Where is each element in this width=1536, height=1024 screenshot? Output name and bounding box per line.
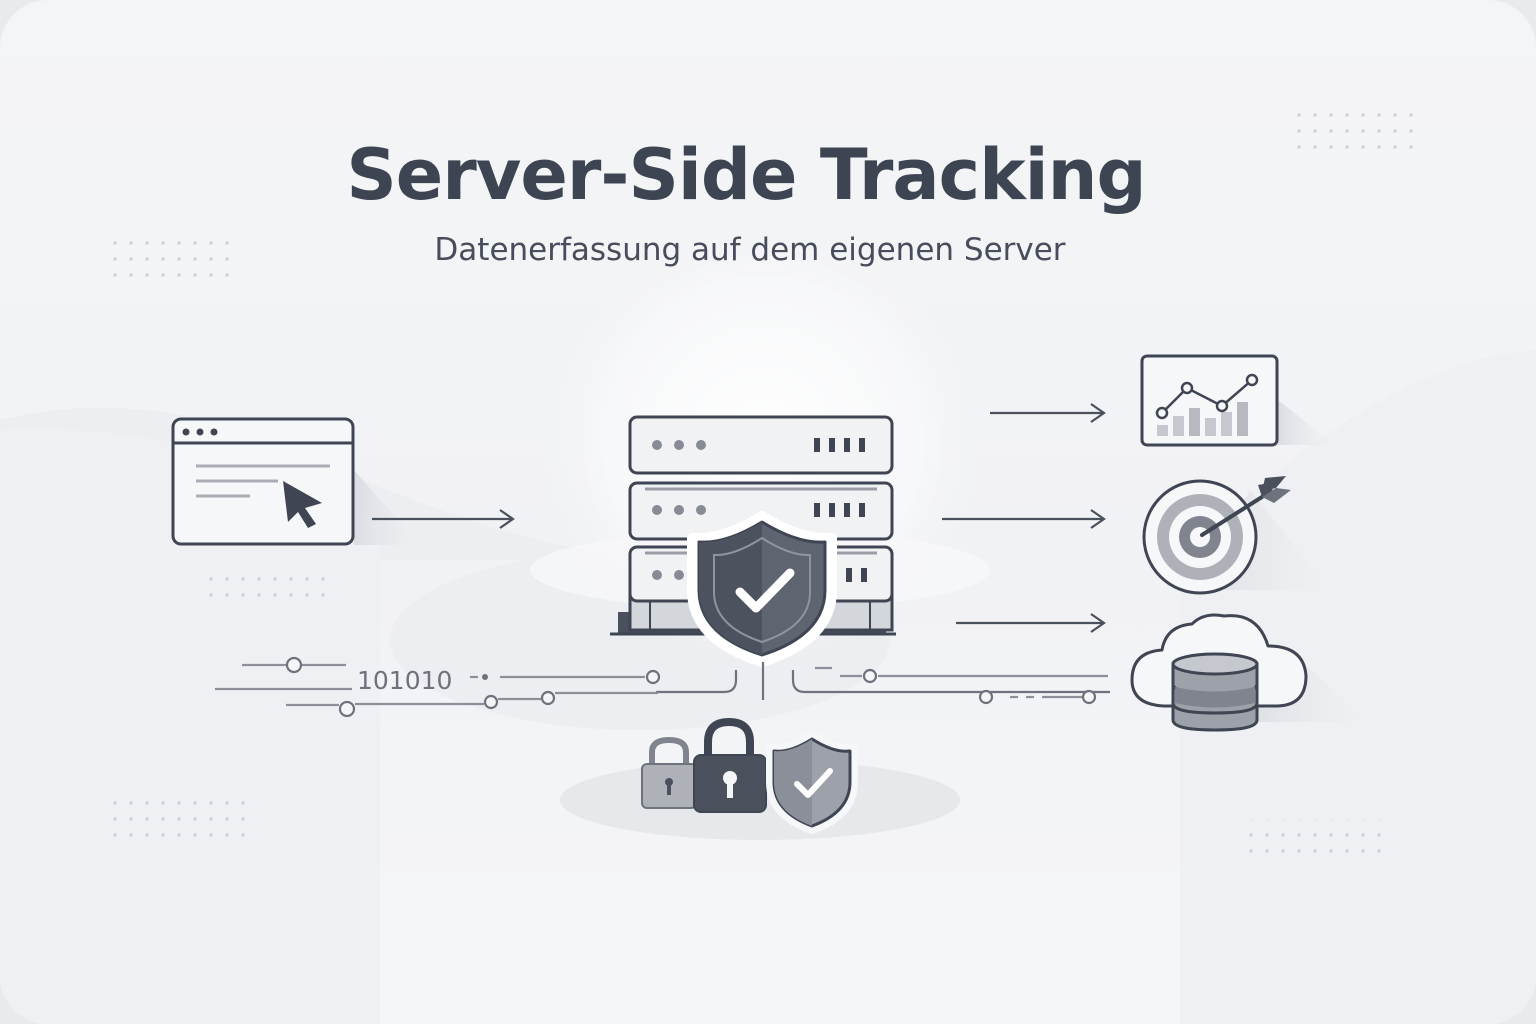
shield-check-icon	[687, 511, 837, 667]
page-subtitle: Datenerfassung auf dem eigenen Server	[434, 232, 1066, 268]
target-arrow-icon	[1142, 476, 1330, 595]
security-icons	[641, 717, 858, 834]
binary-data-label: 101010	[357, 666, 452, 695]
page-title: Server-Side Tracking	[346, 134, 1146, 216]
data-stream-left	[215, 656, 661, 718]
arrow-output-analytics	[990, 403, 1106, 423]
padlock-icon	[693, 717, 767, 813]
data-stream-right	[815, 666, 1108, 705]
padlock-icon	[641, 736, 697, 809]
shield-check-icon	[766, 731, 858, 834]
arrow-output-cloud	[956, 613, 1106, 633]
server-connectors	[656, 662, 1110, 700]
arrow-input	[372, 509, 515, 529]
analytics-chart-icon	[1140, 354, 1335, 447]
arrow-output-target	[942, 509, 1106, 529]
browser-window-icon	[171, 417, 420, 546]
decorative-dot-grids	[102, 110, 1418, 860]
cursor-icon	[283, 481, 322, 528]
cloud-database-icon	[1130, 613, 1368, 732]
